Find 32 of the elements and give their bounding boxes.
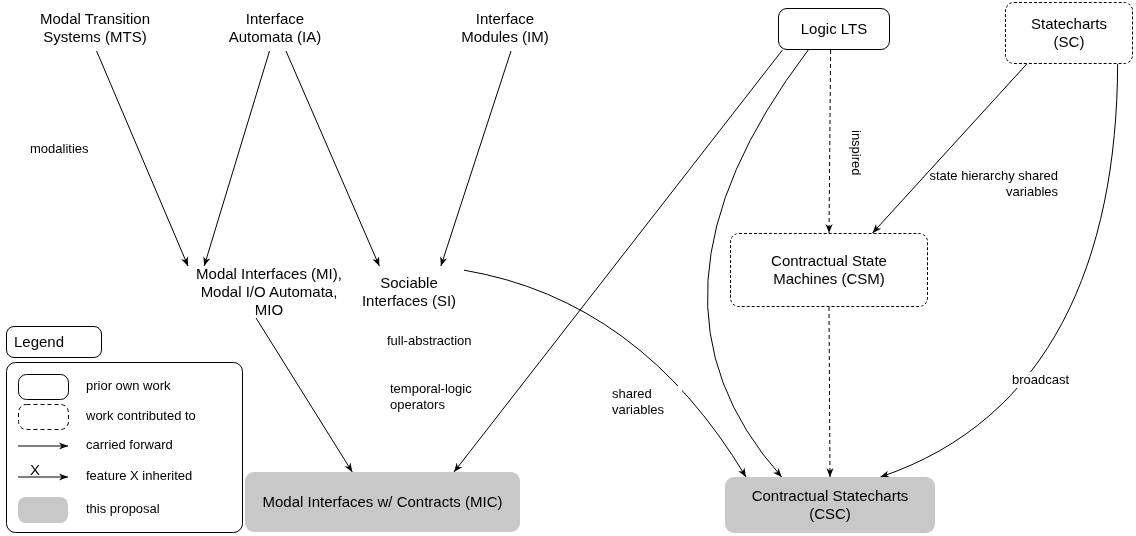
topic-label: Interface Automata (IA) bbox=[220, 5, 330, 51]
edge-label: broadcast bbox=[1012, 372, 1070, 389]
arrow bbox=[440, 50, 512, 267]
proposal-box: Contractual Statecharts (CSC) bbox=[725, 477, 935, 533]
legend-label: work contributed to bbox=[86, 408, 196, 423]
legend-label: carried forward bbox=[86, 437, 173, 452]
proposal-box: Modal Interfaces w/ Contracts (MIC) bbox=[245, 472, 520, 532]
legend-title: Legend bbox=[6, 326, 102, 358]
arrow bbox=[96, 50, 189, 267]
arrow bbox=[879, 63, 1119, 478]
edge-label: state hierarchy shared variables bbox=[928, 168, 1058, 201]
legend-symbol: X bbox=[30, 461, 40, 480]
topic-label: Modal Transition Systems (MTS) bbox=[15, 5, 175, 51]
arrow bbox=[463, 269, 747, 478]
topic-label: Interface Modules (IM) bbox=[445, 5, 565, 51]
prior-work-box: Logic LTS bbox=[778, 8, 890, 50]
topic-label: Sociable Interfaces (SI) bbox=[354, 266, 464, 318]
arrow bbox=[203, 50, 270, 267]
arrow bbox=[285, 50, 380, 267]
arrow bbox=[826, 306, 834, 478]
arrow bbox=[872, 63, 1028, 234]
legend-label: this proposal bbox=[86, 501, 160, 516]
arrow bbox=[255, 317, 353, 473]
arrow bbox=[707, 49, 809, 478]
contributed-work-box: Contractual State Machines (CSM) bbox=[730, 233, 928, 307]
arrow bbox=[825, 49, 833, 234]
topic-label: Modal Interfaces (MI), Modal I/O Automata, MIO bbox=[188, 266, 350, 318]
contributed-work-box: Statecharts (SC) bbox=[1005, 2, 1133, 64]
legend-label: prior own work bbox=[86, 378, 171, 393]
arrow bbox=[453, 49, 783, 473]
edge-label: inspired bbox=[847, 130, 864, 176]
legend-label: feature X inherited bbox=[86, 468, 193, 483]
